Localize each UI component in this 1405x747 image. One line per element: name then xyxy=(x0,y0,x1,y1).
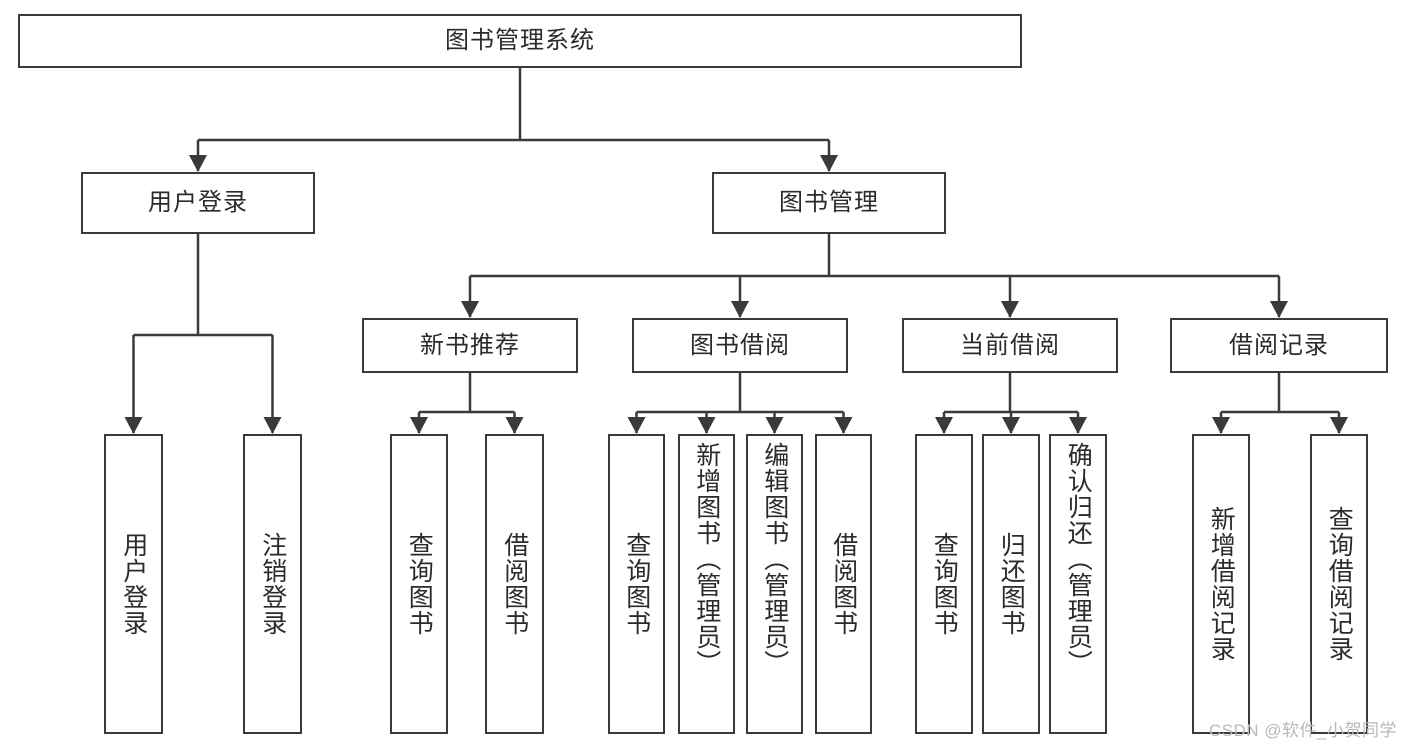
node-leaf-query-book-3[interactable]: 查询图书 xyxy=(915,434,973,734)
node-user-login-label: 用户登录 xyxy=(148,189,248,216)
connector-arrowhead xyxy=(189,155,207,172)
node-root[interactable]: 图书管理系统 xyxy=(18,14,1022,68)
node-leaf-logout-label: 注销登录 xyxy=(258,532,287,636)
connector-arrowhead xyxy=(820,155,838,172)
node-leaf-add-record-label: 新增借阅记录 xyxy=(1207,506,1236,662)
node-leaf-borrow-book-1-label: 借阅图书 xyxy=(500,532,529,636)
node-leaf-borrow-book-2-label: 借阅图书 xyxy=(829,532,858,636)
node-book-manage-label: 图书管理 xyxy=(779,189,879,216)
node-current-borrow[interactable]: 当前借阅 xyxy=(902,318,1118,373)
connector-arrowhead xyxy=(765,417,784,434)
connector-arrowhead xyxy=(1212,417,1230,434)
node-leaf-logout[interactable]: 注销登录 xyxy=(243,434,302,734)
connector-arrowhead xyxy=(1330,417,1348,434)
connector-arrowhead xyxy=(124,417,143,434)
connector-arrowhead xyxy=(410,417,428,434)
connector-arrowhead xyxy=(1002,417,1020,434)
node-user-login[interactable]: 用户登录 xyxy=(81,172,315,234)
connector-arrowhead xyxy=(1270,301,1288,318)
connector-arrowhead xyxy=(505,417,524,434)
node-leaf-query-book-3-label: 查询图书 xyxy=(930,532,959,636)
connector-arrowhead xyxy=(697,417,716,434)
node-borrow-record-label: 借阅记录 xyxy=(1229,331,1329,359)
node-book-manage[interactable]: 图书管理 xyxy=(712,172,946,234)
node-leaf-query-record-label: 查询借阅记录 xyxy=(1325,506,1354,662)
connector-arrowhead xyxy=(1069,417,1087,434)
node-leaf-return-book-label: 归还图书 xyxy=(997,532,1026,636)
node-book-borrow-label: 图书借阅 xyxy=(690,331,790,359)
node-borrow-record[interactable]: 借阅记录 xyxy=(1170,318,1388,373)
node-leaf-add-record[interactable]: 新增借阅记录 xyxy=(1192,434,1250,734)
node-leaf-add-book[interactable]: 新增图书（管理员） xyxy=(678,434,735,734)
node-leaf-query-book-1-label: 查询图书 xyxy=(405,532,434,636)
node-leaf-borrow-book-2[interactable]: 借阅图书 xyxy=(815,434,872,734)
connector-arrowhead xyxy=(627,417,646,434)
node-leaf-query-record[interactable]: 查询借阅记录 xyxy=(1310,434,1368,734)
node-leaf-return-book[interactable]: 归还图书 xyxy=(982,434,1040,734)
connector-arrowhead xyxy=(731,301,749,318)
node-new-book-recommend-label: 新书推荐 xyxy=(420,331,520,359)
node-leaf-add-book-label: 新增图书（管理员） xyxy=(692,442,721,676)
connector-arrowhead xyxy=(1001,301,1019,318)
connector-arrowhead xyxy=(935,417,953,434)
node-leaf-query-book-2[interactable]: 查询图书 xyxy=(608,434,665,734)
node-leaf-confirm-return[interactable]: 确认归还（管理员） xyxy=(1049,434,1107,734)
node-leaf-edit-book-label: 编辑图书（管理员） xyxy=(760,442,789,676)
node-leaf-query-book-2-label: 查询图书 xyxy=(622,532,651,636)
connector-arrowhead xyxy=(834,417,853,434)
node-leaf-confirm-return-label: 确认归还（管理员） xyxy=(1064,442,1093,676)
connector-arrowhead xyxy=(461,301,479,318)
watermark-text: CSDN @软件_小贺同学 xyxy=(1208,721,1397,740)
connector-arrowhead xyxy=(263,417,282,434)
node-leaf-edit-book[interactable]: 编辑图书（管理员） xyxy=(746,434,803,734)
node-leaf-query-book-1[interactable]: 查询图书 xyxy=(390,434,448,734)
node-leaf-borrow-book-1[interactable]: 借阅图书 xyxy=(485,434,544,734)
node-new-book-recommend[interactable]: 新书推荐 xyxy=(362,318,578,373)
node-leaf-user-login-label: 用户登录 xyxy=(119,532,148,636)
node-current-borrow-label: 当前借阅 xyxy=(960,331,1060,359)
node-leaf-user-login[interactable]: 用户登录 xyxy=(104,434,163,734)
node-book-borrow[interactable]: 图书借阅 xyxy=(632,318,848,373)
node-root-label: 图书管理系统 xyxy=(445,27,595,54)
